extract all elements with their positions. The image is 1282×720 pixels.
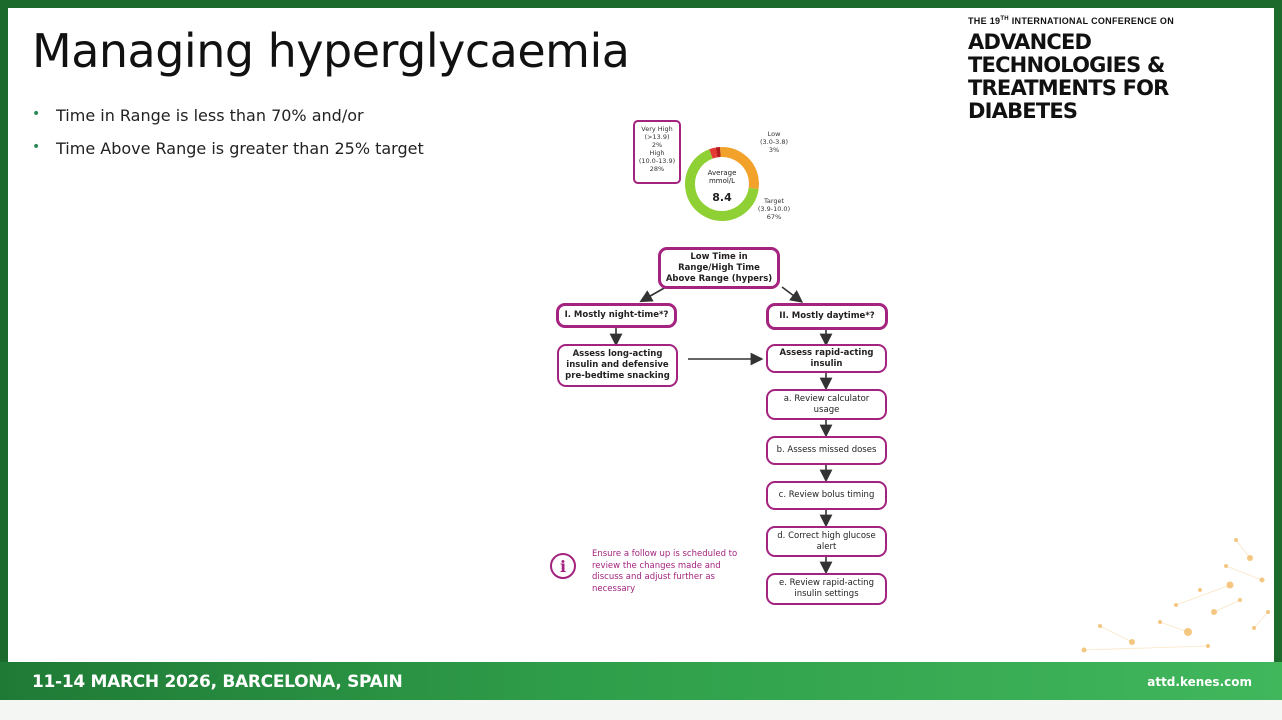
follow-up-note: Ensure a follow up is scheduled to revie… xyxy=(592,549,738,594)
decorative-dot xyxy=(1198,588,1202,592)
bullet-item: Time Above Range is greater than 25% tar… xyxy=(32,139,424,158)
decorative-dot xyxy=(1259,577,1265,583)
bullet-list: Time in Range is less than 70% and/or Ti… xyxy=(32,106,424,172)
dot-link xyxy=(1083,645,1209,651)
conference-name: ADVANCED TECHNOLOGIES & TREATMENTS FOR D… xyxy=(968,30,1169,123)
dot-link xyxy=(1235,539,1251,559)
dot-link xyxy=(1253,611,1269,629)
decorative-dot xyxy=(1174,603,1178,607)
donut-segment-high xyxy=(685,147,759,221)
decorative-dot xyxy=(1206,644,1210,648)
arrow-root-to-day xyxy=(781,286,804,303)
decorative-dot xyxy=(1247,555,1253,561)
flow-step-d: d. Correct high glucose alert xyxy=(766,526,887,557)
footer-strip xyxy=(0,700,1282,720)
flow-day-question: II. Mostly daytime*? xyxy=(766,303,888,330)
conference-edition: THE 19TH INTERNATIONAL CONFERENCE ON xyxy=(968,16,1174,26)
donut-segment-low xyxy=(685,147,759,221)
legend-very-high-high: Very High (>13.9) 2% High (10.0-13.9) 28… xyxy=(633,120,681,184)
flow-day-action: Assess rapid-acting insulin xyxy=(766,344,887,373)
legend-target: Target (3.9-10.0) 67% xyxy=(757,197,791,221)
donut-segment-target xyxy=(685,147,759,221)
arrow-root-to-night xyxy=(639,286,667,303)
flow-night-question: I. Mostly night-time*? xyxy=(556,303,677,328)
decorative-dot xyxy=(1266,610,1270,614)
donut-center-label: Average mmol/L xyxy=(707,169,737,185)
dot-link xyxy=(1175,584,1231,606)
decorative-dot xyxy=(1098,624,1102,628)
footer-bar xyxy=(0,662,1282,700)
decorative-dot xyxy=(1234,538,1238,542)
footer-url[interactable]: attd.kenes.com xyxy=(1147,675,1252,689)
flow-root-box: Low Time in Range/High Time Above Range … xyxy=(658,247,780,289)
bullet-item: Time in Range is less than 70% and/or xyxy=(32,106,424,125)
flow-step-b: b. Assess missed doses xyxy=(766,436,887,465)
dot-link xyxy=(1099,625,1133,643)
flow-step-a: a. Review calculator usage xyxy=(766,389,887,420)
decorative-dot xyxy=(1211,609,1217,615)
decorative-dot xyxy=(1158,620,1162,624)
decorative-dot xyxy=(1252,626,1256,630)
decorative-dot xyxy=(1129,639,1135,645)
decorative-dot xyxy=(1081,647,1087,653)
decorative-dot xyxy=(1224,564,1228,568)
glucose-donut-chart xyxy=(685,147,759,221)
legend-low: Low (3.0-3.8) 3% xyxy=(759,130,789,154)
decorative-dot xyxy=(1226,581,1234,589)
info-icon: i xyxy=(550,553,576,579)
footer-dates: 11-14 MARCH 2026, BARCELONA, SPAIN xyxy=(32,672,403,692)
flow-night-action: Assess long-acting insulin and defensive… xyxy=(557,344,678,387)
conference-logo: THE 19TH INTERNATIONAL CONFERENCE ON ADV… xyxy=(968,16,1268,123)
flow-step-c: c. Review bolus timing xyxy=(766,481,887,510)
donut-center-value: 8.4 xyxy=(712,191,732,204)
decorative-dot xyxy=(1184,628,1192,636)
flow-step-e: e. Review rapid-acting insulin settings xyxy=(766,573,887,605)
dot-link xyxy=(1159,621,1189,633)
decorative-dot xyxy=(1238,598,1242,602)
page-title: Managing hyperglycaemia xyxy=(32,24,630,78)
dot-link xyxy=(1225,565,1263,581)
dot-link xyxy=(1213,599,1241,613)
